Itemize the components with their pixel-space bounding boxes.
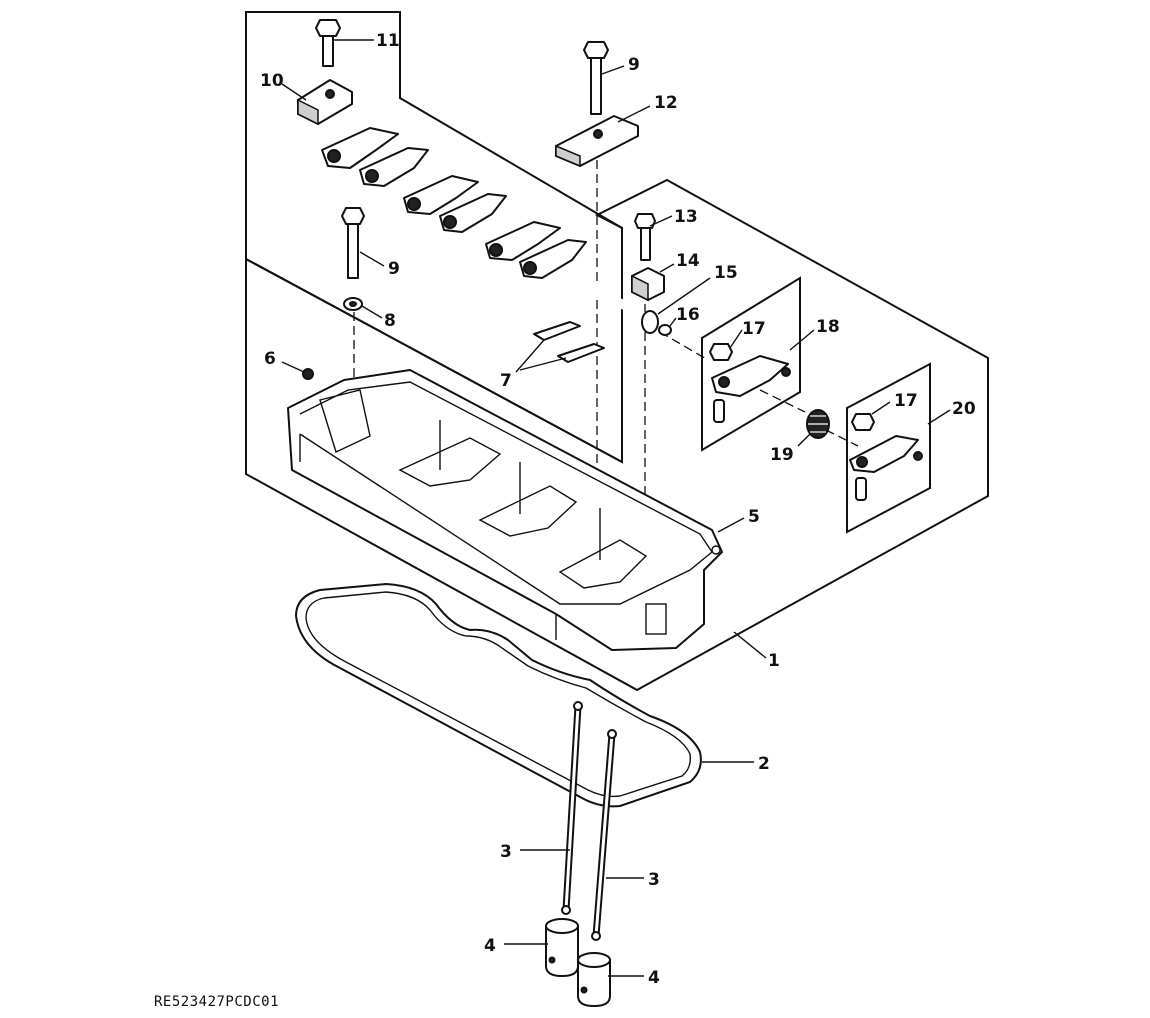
alignment-line-e — [759, 389, 806, 413]
part-9-bolt-upper — [583, 41, 609, 115]
callout-3a: 3 — [500, 842, 512, 862]
rocker-cover-group-frame — [245, 178, 989, 692]
callout-17b: 17 — [894, 391, 918, 411]
callout-4b: 4 — [648, 968, 660, 988]
callout-7: 7 — [500, 371, 512, 391]
part-13-bolt — [634, 213, 656, 261]
leader-7b — [519, 357, 567, 371]
callout-15: 15 — [714, 263, 738, 283]
part-4-tappet-a — [545, 918, 579, 977]
leader-6 — [281, 361, 305, 373]
leader-17a — [729, 329, 743, 349]
callout-12: 12 — [654, 93, 678, 113]
alignment-line-d — [659, 331, 709, 361]
leader-16 — [669, 317, 677, 327]
part-11-bolt — [315, 19, 341, 67]
part-19-spring — [806, 409, 830, 439]
leader-9b — [359, 251, 385, 267]
reference-code: RE523427PCDC01 — [154, 994, 279, 1010]
alignment-line-f — [825, 429, 859, 447]
part-16-ring — [658, 324, 672, 336]
callout-18: 18 — [816, 317, 840, 337]
part-9-bolt-lower — [341, 207, 365, 279]
leader-13 — [649, 215, 673, 227]
callout-14: 14 — [676, 251, 700, 271]
leader-8 — [361, 305, 383, 319]
rocker-arm-pair-3 — [485, 221, 587, 279]
part-3-push-rod-b — [591, 729, 617, 941]
callout-11: 11 — [376, 31, 400, 51]
callout-6: 6 — [264, 349, 276, 369]
part-17-nut-a — [709, 343, 733, 361]
callout-9b: 9 — [388, 259, 400, 279]
callout-2: 2 — [758, 754, 770, 774]
leader-20 — [927, 409, 951, 425]
leader-18 — [789, 329, 815, 351]
callout-4a: 4 — [484, 936, 496, 956]
part-3-push-rod-a — [561, 701, 583, 915]
rocker-shaft-assembly — [321, 127, 659, 334]
part-18-rocker-arm — [711, 355, 791, 423]
callout-1: 1 — [768, 651, 780, 671]
callout-17a: 17 — [742, 319, 766, 339]
part-7-shims — [533, 321, 605, 363]
part-8-washer — [343, 297, 363, 311]
callout-3b: 3 — [648, 870, 660, 890]
leader-14 — [659, 263, 675, 273]
leader-10 — [281, 83, 307, 101]
callout-10: 10 — [260, 71, 284, 91]
part-4-tappet-b — [577, 952, 611, 1007]
rocker-arm-group-frame-18 — [701, 276, 801, 452]
callout-9a: 9 — [628, 55, 640, 75]
part-10-bracket — [297, 79, 353, 126]
leader-5 — [717, 517, 745, 533]
part-20-rocker-arm — [849, 435, 923, 501]
leader-17b — [871, 401, 891, 415]
leader-7a — [515, 339, 545, 373]
rocker-arm-pair-1 — [321, 127, 429, 187]
leader-9a — [601, 65, 625, 75]
part-17-nut-b — [851, 413, 875, 431]
leader-12 — [617, 105, 651, 123]
leader-19 — [797, 433, 811, 447]
part-6-plug — [302, 368, 314, 380]
callout-19: 19 — [770, 445, 794, 465]
callout-20: 20 — [952, 399, 976, 419]
leader-15 — [657, 277, 711, 315]
rocker-arm-pair-2 — [403, 175, 507, 233]
callout-5: 5 — [748, 507, 760, 527]
callout-8: 8 — [384, 311, 396, 331]
part-5-rocker-carrier — [287, 369, 723, 651]
leader-1 — [733, 631, 767, 659]
callout-13: 13 — [674, 207, 698, 227]
rocker-arm-group-frame-20 — [846, 362, 931, 534]
part-14-block — [631, 267, 665, 302]
part-12-bracket — [555, 115, 639, 168]
callout-16: 16 — [676, 305, 700, 325]
